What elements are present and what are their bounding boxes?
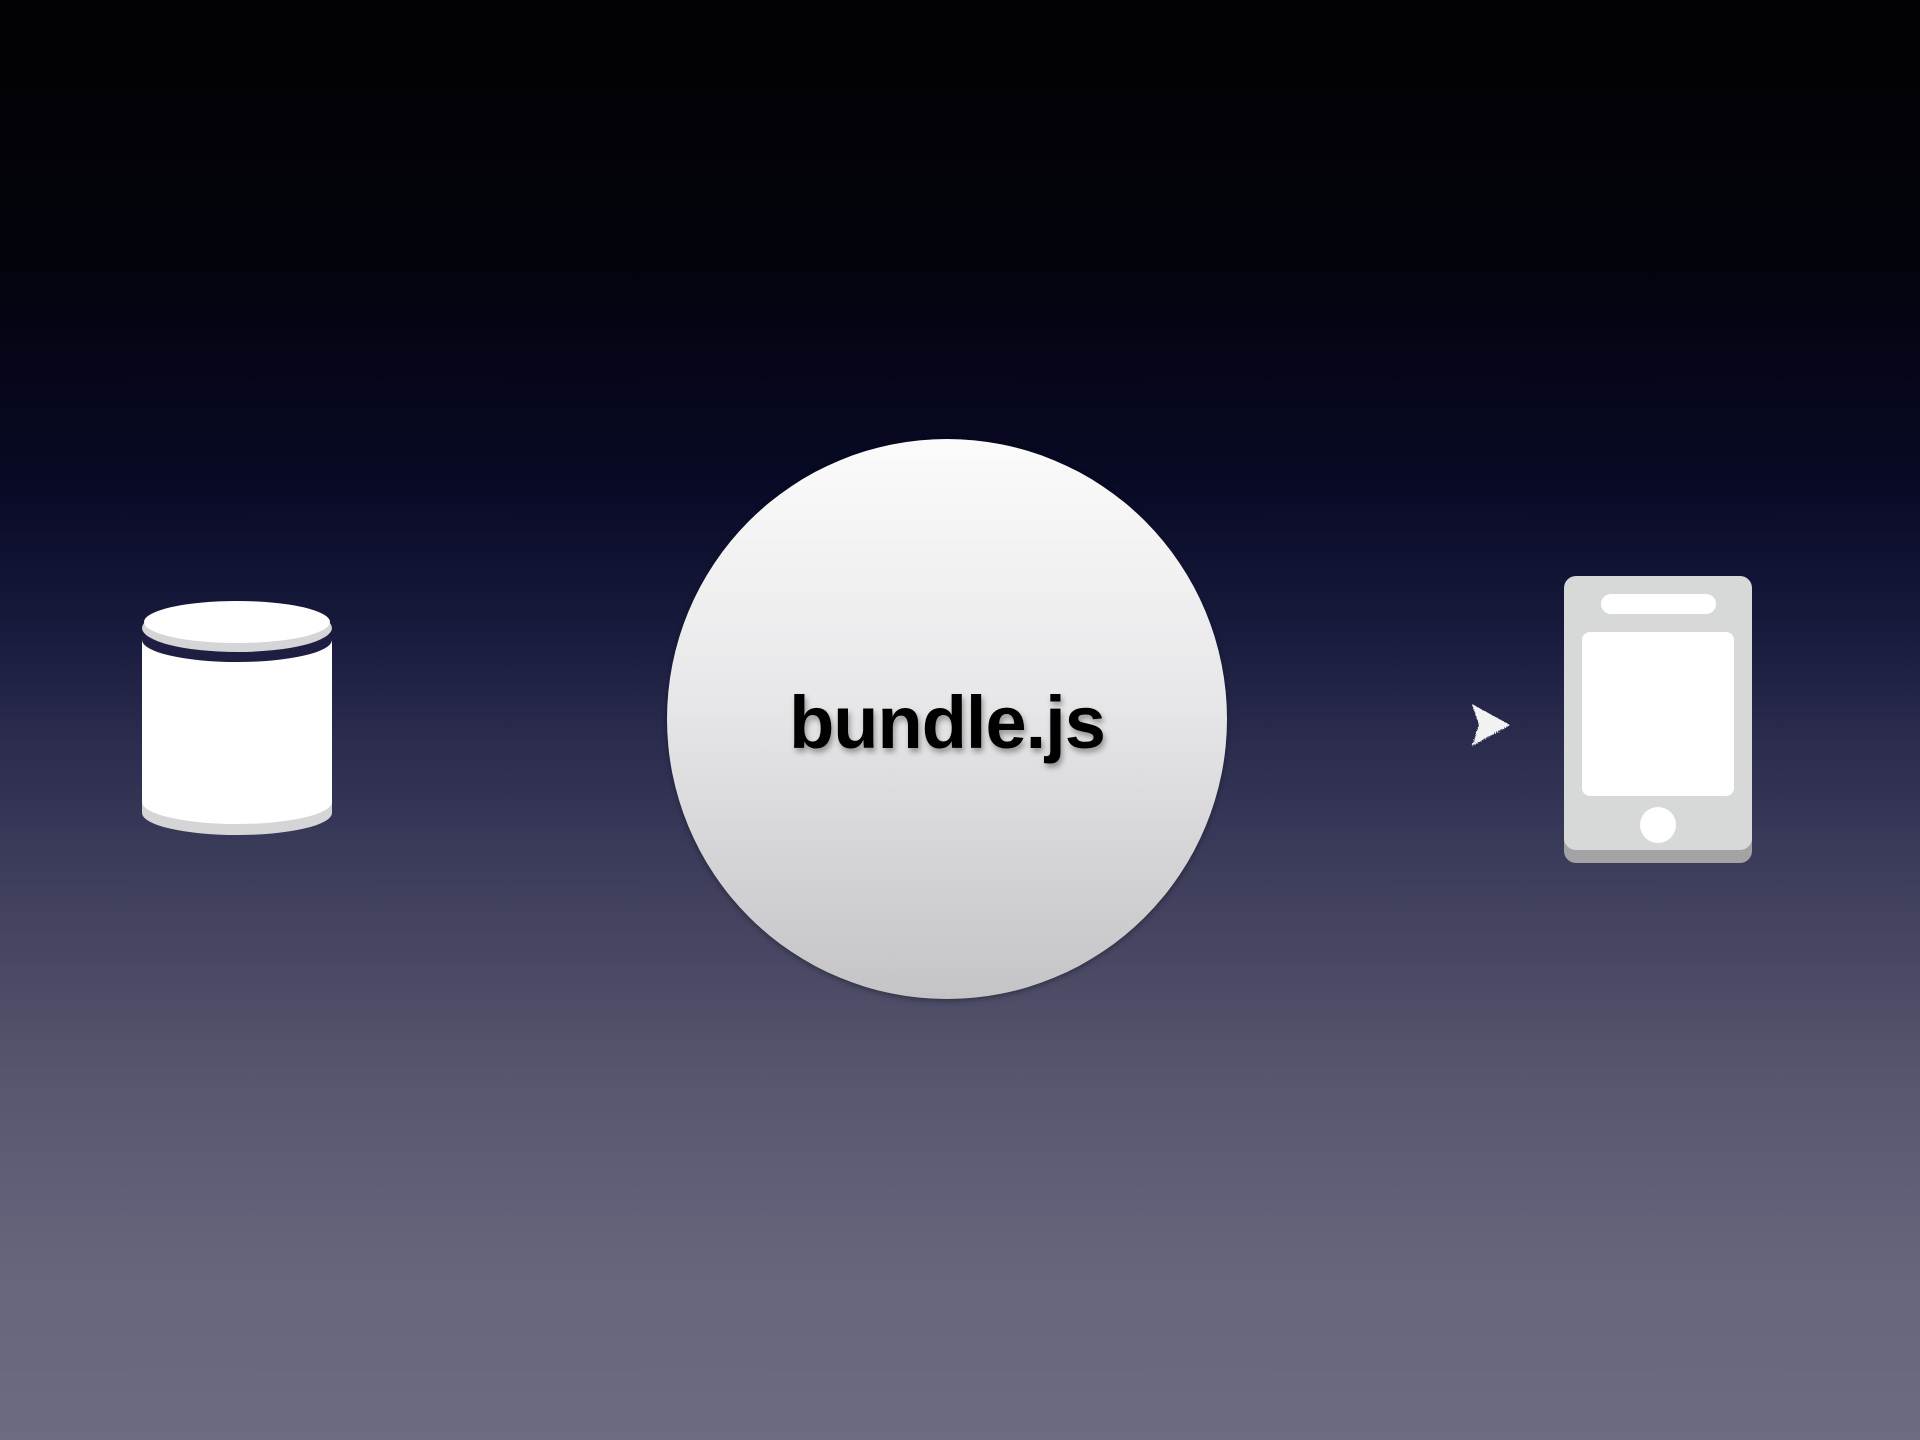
arrowhead-icon (1472, 704, 1510, 746)
bundle-node: bundle.js (667, 439, 1227, 999)
smartphone-icon (1564, 576, 1752, 863)
database-icon (142, 601, 332, 835)
connector-bundle-to-device (1223, 704, 1510, 746)
bundle-label: bundle.js (789, 680, 1106, 764)
